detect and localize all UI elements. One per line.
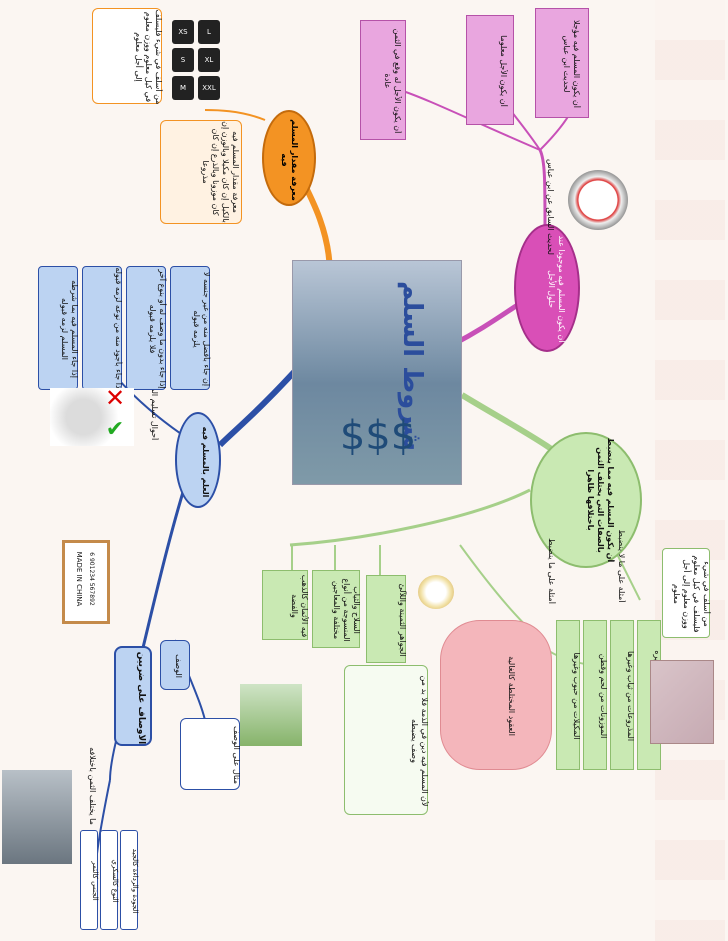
orange-info-box: معرفة مقدار المسلم فيه بالكيل إن كان مكي… — [160, 120, 242, 224]
orange-note-box: من أسلف في شيء فليسلف في كيل معلوم ووزن … — [92, 8, 163, 105]
green-node-label: أن يكون المسلم فيه مما ينضبط بالصفات الت… — [586, 437, 615, 563]
watermark-strip — [655, 0, 725, 941]
green-list-text: الموزونات من لحم وقطن — [599, 653, 608, 739]
central-image: شروط السلم $$$ — [292, 260, 462, 485]
blue-info-box: إذا جاء بدون ما وصف له أو بنوع آخر فلا ي… — [126, 266, 167, 390]
product-label-image: MADE IN CHINA 6 901234 567892 — [62, 540, 110, 624]
stopwatch-icon — [568, 170, 628, 230]
blue-info-text: إذا جاء بأجود منه من نوعه لزمه قبوله — [114, 267, 123, 391]
blue-kinds: الجنس كالتمر النوع كالسكري الجودة والرداءة… — [80, 830, 142, 930]
pink-forbidden-shape: العقود المختلطة كالغالية — [440, 620, 552, 770]
blue-describe-node[interactable]: الأوصاف على ضربين — [114, 646, 152, 746]
blue-node-label: العلم بالمسلم فيه — [201, 426, 210, 498]
blue-sub-label: الوصف — [174, 654, 183, 678]
green-list-text: المذروعات من ثياب وغيرها — [626, 650, 635, 742]
blue-sub-node[interactable]: الوصف — [160, 640, 190, 690]
barcode-number: 6 901234 567892 — [88, 552, 95, 606]
blue-info-box: إذا جاء بأجود منه من نوعه لزمه قبوله — [82, 266, 123, 391]
orange-node-label: معرفة مقدار المسلم فيه — [280, 119, 299, 201]
blue-spine — [138, 469, 192, 661]
fabric-machine-icon — [650, 660, 714, 744]
blue-kind-item: الجنس كالتمر — [80, 830, 99, 930]
purple-note: لحديث السابق عن ابن عباس — [546, 159, 555, 255]
blue-kind-item: الجودة والرداءة كالجيد — [120, 830, 139, 930]
purple-leaf-text-2: أن يكون الأجل معلوما — [499, 35, 508, 107]
purple-leaf-box-2[interactable]: أن يكون الأجل معلوما — [466, 15, 514, 125]
green-reason-text: لأن المسلم فيه دين في الذمة فلا بد من وص… — [410, 675, 429, 807]
orange-leaf — [204, 109, 266, 121]
size-tag: XL — [198, 48, 220, 72]
pink-forbidden-text: العقود المختلطة كالغالية — [507, 656, 516, 736]
blue-info-box: إن جاء بأفضل منه من غير جنسه لا يلزمه قب… — [170, 266, 211, 390]
green-reason-box: لأن المسلم فيه دين في الذمة فلا بد من وص… — [344, 665, 429, 815]
green-list-item: المذروعات من ثياب وغيرها — [610, 620, 635, 770]
blue-info-text: إن جاء بأفضل منه من غير جنسه لا يلزمه قب… — [192, 271, 211, 387]
green-list: المكيلات من حبوب وغيرها الموزونات من لحم … — [556, 620, 666, 770]
green-ex-label-1: أمثلة على ما ينضبط — [547, 538, 556, 604]
car-image — [2, 770, 72, 864]
blue-kind-text: النوع كالسكري — [111, 859, 119, 903]
blue-kind-text: الجودة والرداءة كالجيد — [131, 848, 139, 914]
purple-leaf-1 — [399, 89, 541, 151]
made-in-label: MADE IN CHINA — [75, 551, 83, 607]
green-child-1[interactable]: فيه الأثمان كالذهب والفضة — [262, 570, 309, 640]
size-tag: S — [172, 48, 194, 72]
blue-info-box: إذا جاء المسلم فيه بما شرطه المسلم لزمه … — [38, 266, 79, 390]
green-list-text: المكيلات من حبوب وغيرها — [572, 652, 581, 740]
purple-connector-up — [538, 149, 547, 231]
blue-info-text: إذا جاء المسلم فيه بما شرطه المسلم لزمه … — [60, 280, 79, 378]
green-child-3[interactable]: الجواهر الثمينة واللآلئ — [366, 575, 407, 663]
blue-info-boxes: إذا جاء المسلم فيه بما شرطه المسلم لزمه … — [38, 266, 214, 391]
green-node[interactable]: أن يكون المسلم فيه مما ينضبط بالصفات الت… — [530, 432, 642, 568]
green-spine — [289, 488, 531, 547]
orange-info-text: معرفة مقدار المسلم فيه بالكيل إن كان مكي… — [201, 121, 240, 223]
sheep-field-image — [240, 684, 302, 746]
pearl-icon — [418, 575, 454, 609]
blue-example-text: مثال على الوصف — [232, 726, 241, 784]
check-mark-icon: ✔ — [105, 417, 125, 442]
size-tag: XXL — [198, 76, 220, 100]
green-list-item: الموزونات من لحم وقطن — [583, 620, 608, 770]
blue-info-text: إذا جاء بدون ما وصف له أو بنوع آخر فلا ي… — [148, 269, 167, 389]
size-tag: XS — [172, 20, 194, 44]
green-child-text-1: فيه الأثمان كالذهب والفضة — [290, 574, 309, 638]
green-child-text-3: الجواهر الثمينة واللآلئ — [398, 583, 407, 657]
green-list-item: المكيلات من حبوب وغيرها — [556, 620, 581, 770]
purple-leaf-box-1[interactable]: أن يكون الأجل له وقع في الثمن عادة — [360, 20, 406, 140]
blue-connector — [217, 357, 308, 448]
dollar-signs-icon: $$$ — [339, 413, 417, 459]
size-tag: L — [198, 20, 220, 44]
blue-kind-text: الجنس كالتمر — [91, 861, 99, 901]
purple-leaf-text-1: أن يكون الأجل له وقع في الثمن عادة — [383, 28, 402, 134]
blue-price-note: ما يختلف الثمن باختلافه — [88, 747, 97, 825]
size-tag: M — [172, 76, 194, 100]
orange-node[interactable]: معرفة مقدار المسلم فيه — [262, 110, 316, 206]
orange-note-text: من أسلف في شيء فليسلف في كيل معلوم ووزن … — [134, 9, 163, 105]
purple-leaf-text-3: أن يكون المسلم فيه مؤجلا لحديث ابن عباس — [562, 20, 581, 108]
green-child-text-2: السلاح والثياب المنسوجة من أنواع مختلفة … — [332, 578, 361, 642]
blue-example-box: مثال على الوصف — [180, 718, 241, 790]
blue-kind-item: النوع كالسكري — [100, 830, 119, 930]
green-ex-label-2: أمثلة على ما لا ينضبط — [617, 529, 626, 603]
blue-describe-label: الأوصاف على ضربين — [136, 651, 146, 745]
green-oz-text: من أسلف في شيء فليسلف في كيل معلوم ووزن … — [672, 555, 711, 633]
person-checkmark-icon: ✕ ✔ — [50, 384, 134, 446]
green-oz-box: من أسلف في شيء فليسلف في كيل معلوم ووزن … — [662, 548, 711, 638]
purple-leaf-box-3[interactable]: أن يكون المسلم فيه مؤجلا لحديث ابن عباس — [535, 8, 589, 118]
purple-node[interactable]: أن يكون المسلم فيه موجودا عند حلول الأجل — [514, 224, 580, 352]
blue-node[interactable]: العلم بالمسلم فيه — [175, 412, 221, 508]
green-child-2[interactable]: السلاح والثياب المنسوجة من أنواع مختلفة … — [312, 570, 361, 648]
cross-mark-icon: ✕ — [104, 384, 126, 412]
